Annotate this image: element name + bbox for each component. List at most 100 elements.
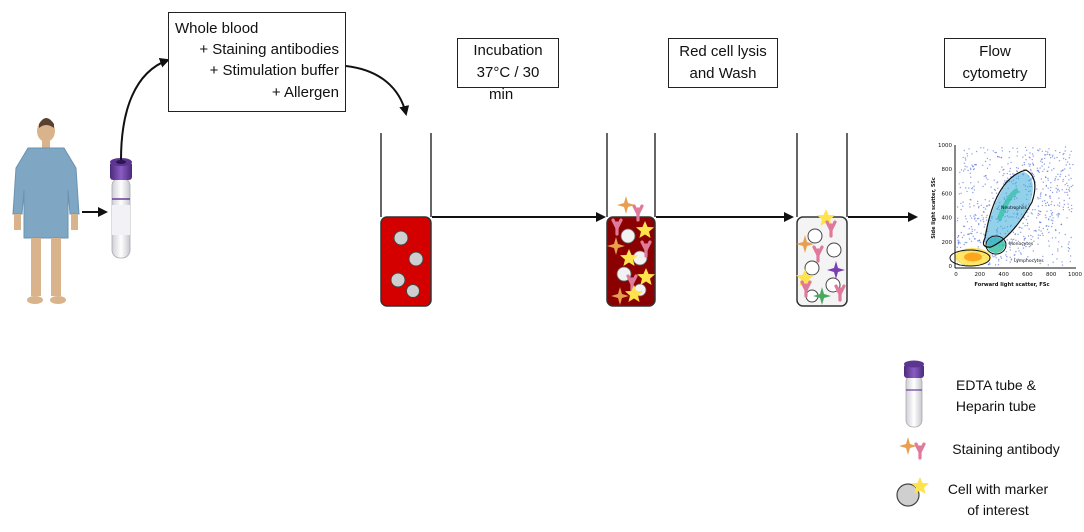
scatter-dot: [967, 233, 969, 236]
scatter-dot: [1039, 193, 1042, 195]
scatter-dot: [975, 150, 978, 153]
scatter-dot: [994, 151, 996, 154]
scatter-dot: [1056, 185, 1059, 187]
scatter-dot: [1025, 258, 1028, 260]
scatter-dot: [1057, 248, 1059, 250]
scatter-dot: [1013, 254, 1015, 256]
scatter-dot: [1031, 213, 1034, 215]
scatter-dot: [1039, 195, 1042, 197]
scatter-dot: [962, 201, 964, 203]
incubation-title: Incubation: [473, 42, 543, 59]
scatter-dot: [981, 214, 983, 217]
scatter-dot: [1065, 164, 1067, 166]
scatter-dot: [1005, 251, 1008, 253]
scatter-dot: [988, 200, 991, 202]
scatter-dot: [1018, 250, 1020, 252]
scatter-dot: [1048, 231, 1050, 234]
scatter-dot: [1059, 173, 1062, 175]
scatter-dot: [1032, 163, 1035, 166]
scatter-dot: [1050, 186, 1052, 189]
scatter-dot: [1068, 197, 1071, 199]
scatter-dot: [1051, 156, 1054, 158]
scatter-dot: [1036, 149, 1039, 151]
scatter-dot: [1000, 157, 1002, 159]
scatter-dot: [984, 160, 987, 163]
incubation-step-box: [457, 38, 559, 88]
scatter-dot: [1027, 215, 1029, 217]
scatter-dot: [997, 181, 999, 183]
scatter-dot: [1019, 252, 1022, 254]
scatter-dot: [1072, 184, 1074, 187]
scatter-dot: [1069, 255, 1072, 257]
y-tick-label: 600: [942, 191, 953, 197]
scatter-dot: [1041, 165, 1043, 167]
scatter-dot: [1050, 209, 1052, 212]
scatter-dot: [960, 192, 962, 194]
scatter-dot: [1039, 148, 1041, 150]
scatter-dot: [1025, 245, 1027, 248]
scatter-dot: [962, 181, 964, 184]
patient-figure: [12, 118, 80, 304]
scatter-dot: [1051, 253, 1054, 256]
scatter-dot: [1007, 177, 1009, 179]
scatter-dot: [967, 169, 969, 172]
scatter-dot: [1064, 233, 1067, 236]
scatter-dot: [959, 246, 962, 249]
scatter-dot: [958, 240, 960, 242]
scatter-dot: [984, 208, 987, 210]
scatter-dot: [1040, 160, 1042, 162]
scatter-dot: [1066, 161, 1069, 163]
scatter-dot: [1022, 247, 1025, 249]
scatter-dot: [1039, 210, 1041, 213]
whole-blood-step-box: Whole blood + Staining antibodies + Stim…: [168, 12, 346, 112]
scatter-dot: [1033, 230, 1035, 232]
scatter-dot: [958, 193, 961, 195]
scatter-dot: [984, 199, 986, 201]
scatter-dot: [1060, 170, 1062, 172]
scatter-dot: [1070, 150, 1072, 152]
x-tick-label: 200: [975, 272, 986, 278]
gate-label-lymphocytes: Lymphocytes: [1014, 258, 1044, 264]
scatter-dot: [964, 157, 967, 159]
scatter-dot: [1064, 150, 1066, 152]
scatter-dot: [1030, 238, 1032, 241]
scatter-dot: [991, 254, 994, 256]
scatter-dot: [983, 147, 985, 149]
scatter-dot: [1053, 167, 1055, 170]
scatter-dot: [1002, 174, 1004, 177]
scatter-dot: [988, 262, 991, 264]
scatter-dot: [983, 233, 985, 235]
scatter-dot: [1011, 239, 1014, 241]
scatter-dot: [1014, 257, 1016, 259]
scatter-dot: [972, 191, 974, 194]
stimulation-buffer-label: + Stimulation buffer: [209, 62, 339, 79]
scatter-dot: [972, 165, 974, 168]
cytometry-title: cytometry: [962, 65, 1028, 82]
scatter-dot: [1043, 163, 1046, 165]
scatter-dot: [1041, 200, 1044, 202]
scatter-dot: [963, 162, 966, 164]
scatter-dot: [1040, 178, 1043, 180]
scatter-dot: [1058, 197, 1060, 199]
scatter-dot: [976, 218, 979, 220]
scatter-dot: [993, 179, 995, 181]
scatter-dot: [1071, 208, 1073, 210]
scatter-dot: [1009, 170, 1011, 172]
scatter-dot: [957, 235, 960, 237]
scatter-dot: [995, 254, 997, 257]
scatter-dot: [1029, 163, 1032, 166]
scatter-dot: [1049, 157, 1052, 159]
scatter-dot: [983, 175, 985, 177]
scatter-dot: [1037, 237, 1040, 239]
scatter-dot: [997, 264, 1000, 266]
scatter-dot: [972, 235, 974, 238]
scatter-dot: [1068, 241, 1070, 243]
scatter-dot: [1027, 235, 1030, 237]
scatter-dot: [995, 151, 997, 154]
scatter-dot: [966, 166, 968, 168]
scatter-dot: [1057, 216, 1059, 218]
scatter-dot: [1017, 167, 1019, 169]
scatter-dot: [1068, 163, 1071, 165]
scatter-dot: [1044, 214, 1047, 216]
scatter-dot: [977, 207, 980, 209]
